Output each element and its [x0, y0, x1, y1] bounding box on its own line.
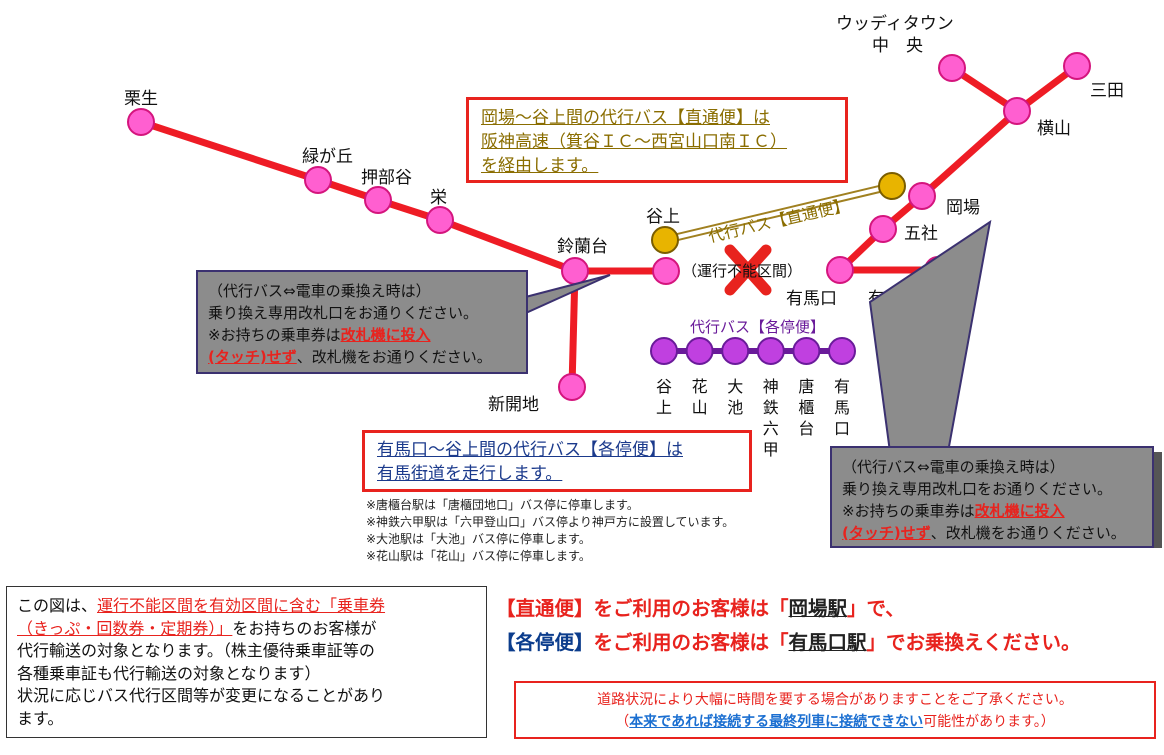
local-note-line2: 有馬街道を走行します。: [377, 464, 563, 484]
footnote-4: ※花山駅は「花山」バス停に停車します。: [366, 549, 591, 563]
instruction-local: 【各停便】をご利用のお客様は「有馬口駅」でお乗換えください。: [496, 631, 1081, 654]
local-stop-marker: [828, 337, 856, 365]
eligibility-line2: （きっぷ・回数券・定期券）」をお持ちのお客様が: [17, 618, 377, 638]
callout-left-line3: ※お持ちの乗車券は改札機に投入: [208, 326, 431, 344]
callout-left-line2: 乗り換え専用改札口をお通りください。: [208, 304, 479, 322]
label-tanigami: 谷上: [646, 207, 680, 227]
footnote-3: ※大池駅は「大池」バス停に停車します。: [366, 532, 591, 546]
express-note-line3: を経由します。: [481, 156, 599, 176]
transfer-callout-left: （代行バス⇔電車の乗換え時は） 乗り換え専用改札口をお通りください。 ※お持ちの…: [196, 270, 528, 374]
express-note-line2: 阪神高速（箕谷ＩＣ～西宮山口南ＩＣ）: [481, 132, 787, 152]
rail-line-ao: [137, 118, 670, 275]
station-arimaguchi: [826, 256, 854, 284]
station-gosha: [869, 215, 897, 243]
label-okaba: 岡場: [946, 198, 980, 218]
suspended-section-label: （運行不能区間）: [682, 262, 802, 280]
station-tanigami-rail: [652, 257, 680, 285]
label-oshibedani: 押部谷: [361, 168, 412, 188]
eligibility-line4: 各種乗車証も代行輸送の対象となります）: [17, 663, 321, 683]
express-stop-tanigami: [651, 226, 679, 254]
local-stop-label: 唐櫃台: [798, 377, 814, 438]
label-midorigaoka: 緑が丘: [302, 147, 353, 167]
road-conditions-notice: 道路状況により大幅に時間を要する場合がありますことをご了承ください。 （本来であ…: [514, 681, 1156, 739]
express-route-note: 岡場～谷上間の代行バス【直通便】は 阪神高速（箕谷ＩＣ～西宮山口南ＩＣ） を経由…: [466, 97, 848, 183]
callout-right-line3: ※お持ちの乗車券は改札機に投入: [842, 502, 1065, 520]
station-yokoyama: [1003, 97, 1031, 125]
label-arimaguchi: 有馬口: [786, 289, 837, 309]
station-sakae: [426, 206, 454, 234]
suspended-section-cross: [724, 244, 772, 296]
callout-left-line1: （代行バス⇔電車の乗換え時は）: [208, 282, 431, 300]
transfer-callout-right: （代行バス⇔電車の乗換え時は） 乗り換え専用改札口をお通りください。 ※お持ちの…: [830, 446, 1154, 548]
label-shinkaichi: 新開地: [488, 395, 539, 415]
local-stop-label: 谷上: [656, 377, 672, 417]
footnote-1: ※唐櫃台駅は「唐櫃団地口」バス停に停車します。: [366, 498, 639, 512]
footnote-2: ※神鉄六甲駅は「六甲登山口」バス停より神戸方に設置しています。: [366, 515, 735, 529]
express-stop-okaba: [878, 172, 906, 200]
callout-right-line1: （代行バス⇔電車の乗換え時は）: [842, 458, 1065, 476]
label-woody-line2: 中 央: [872, 36, 923, 56]
station-sanda: [1063, 52, 1091, 80]
label-sakae: 栄: [430, 188, 447, 208]
callout-right-line2: 乗り換え専用改札口をお通りください。: [842, 480, 1113, 498]
label-yokoyama: 横山: [1037, 119, 1071, 139]
station-labels: 栗生 緑が丘 押部谷 栄 鈴蘭台 新開地 谷上 有馬口 有馬温泉 五社 岡場 横…: [124, 13, 1124, 415]
station-woody-town: [938, 54, 966, 82]
station-shinkaichi: [558, 373, 586, 401]
label-suzurandai: 鈴蘭台: [557, 237, 608, 257]
express-note-line1: 岡場～谷上間の代行バス【直通便】は: [481, 108, 770, 128]
station-midorigaoka: [304, 166, 332, 194]
local-stop-marker: [650, 337, 678, 365]
eligibility-line5: 状況に応じバス代行区間等が変更になることがあり: [17, 686, 386, 705]
local-route-note: 有馬口～谷上間の代行バス【各停便】は 有馬街道を走行します。: [362, 430, 752, 492]
local-route-label: 代行バス【各停便】: [690, 318, 825, 336]
road-notice-line1: 道路状況により大幅に時間を要する場合がありますことをご了承ください。: [597, 692, 1073, 708]
express-stops: [651, 172, 906, 254]
eligibility-notice: この図は、運行不能区間を有効区間に含む「乗車券 （きっぷ・回数券・定期券）」をお…: [6, 586, 487, 738]
express-route-label: 代行バス【直通便】: [706, 195, 851, 246]
eligibility-line3: 代行輸送の対象となります。（株主優待乗車証等の: [17, 641, 375, 660]
label-awayu: 栗生: [124, 89, 158, 109]
road-notice-line2: （本来であれば接続する最終列車に接続できない可能性があります。）: [615, 714, 1055, 730]
transfer-instruction: 【直通便】をご利用のお客様は「岡場駅」で、 【各停便】をご利用のお客様は「有馬口…: [496, 592, 1162, 660]
local-stop-label: 有馬口: [834, 377, 850, 438]
station-oshibedani: [364, 186, 392, 214]
instruction-express: 【直通便】をご利用のお客様は「岡場駅」で、: [496, 597, 905, 620]
local-stop-marker: [792, 337, 821, 365]
label-sanda: 三田: [1090, 81, 1124, 101]
eligibility-line6: ます。: [17, 708, 64, 728]
express-bus-route: [661, 182, 896, 244]
callout-left-line4: (タッチ)せず、改札機をお通りください。: [208, 348, 492, 366]
label-gosha: 五社: [904, 224, 938, 244]
label-woody-line1: ウッディタウン: [836, 13, 954, 34]
footnotes: ※唐櫃台駅は「唐櫃団地口」バス停に停車します。 ※神鉄六甲駅は「六甲登山口」バス…: [366, 497, 836, 565]
local-stop-label: 花山: [692, 377, 708, 417]
local-stop-marker: [756, 337, 785, 365]
local-stop-label: 大池: [727, 377, 743, 417]
station-suzurandai: [561, 257, 589, 285]
station-awayu: [127, 108, 155, 136]
callout-right-line4: (タッチ)せず、改札機をお通りください。: [842, 524, 1126, 542]
local-note-line1: 有馬口～谷上間の代行バス【各停便】は: [377, 440, 683, 460]
local-stop-marker: [721, 337, 750, 365]
local-stop-label: 神鉄六甲: [763, 377, 779, 459]
station-okaba: [908, 182, 936, 210]
callout-pointer-right: [868, 219, 992, 453]
local-stop-marker: [685, 337, 714, 365]
eligibility-line1: この図は、運行不能区間を有効区間に含む「乗車券: [17, 596, 386, 615]
